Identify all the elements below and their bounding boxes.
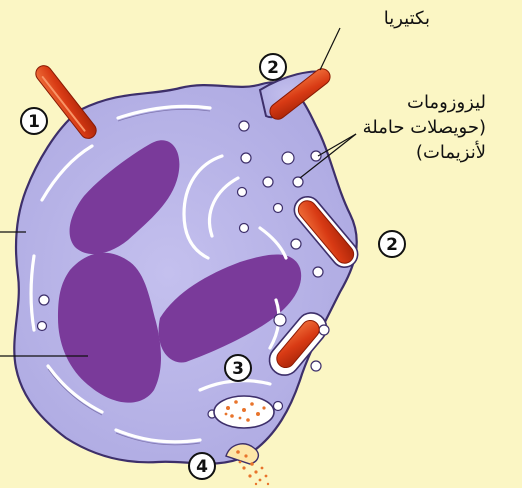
label-vesicles-line1: (حويصلات حاملة	[363, 115, 486, 140]
label-vesicles-line2: لأنزيمات)	[363, 140, 486, 165]
step-marker-1: 1	[21, 108, 47, 134]
step-marker-2-top: 2	[260, 54, 286, 80]
step-number: 2	[267, 58, 279, 78]
step-number: 3	[232, 359, 244, 379]
step-number: 1	[28, 112, 40, 132]
step-number: 2	[386, 235, 398, 255]
digestive-vacuole	[214, 396, 274, 428]
label-bacteria: بكتيريا	[384, 8, 430, 29]
step-marker-4: 4	[189, 453, 215, 479]
step-marker-2-right: 2	[379, 231, 405, 257]
cell-body	[14, 82, 356, 463]
step-marker-3: 3	[225, 355, 251, 381]
label-lysosomes: ليزوزومات	[363, 90, 486, 115]
exocytosis-residue	[226, 444, 269, 485]
step-number: 4	[196, 457, 208, 477]
label-lysosomes-block: ليزوزومات (حويصلات حاملة لأنزيمات)	[363, 90, 486, 165]
